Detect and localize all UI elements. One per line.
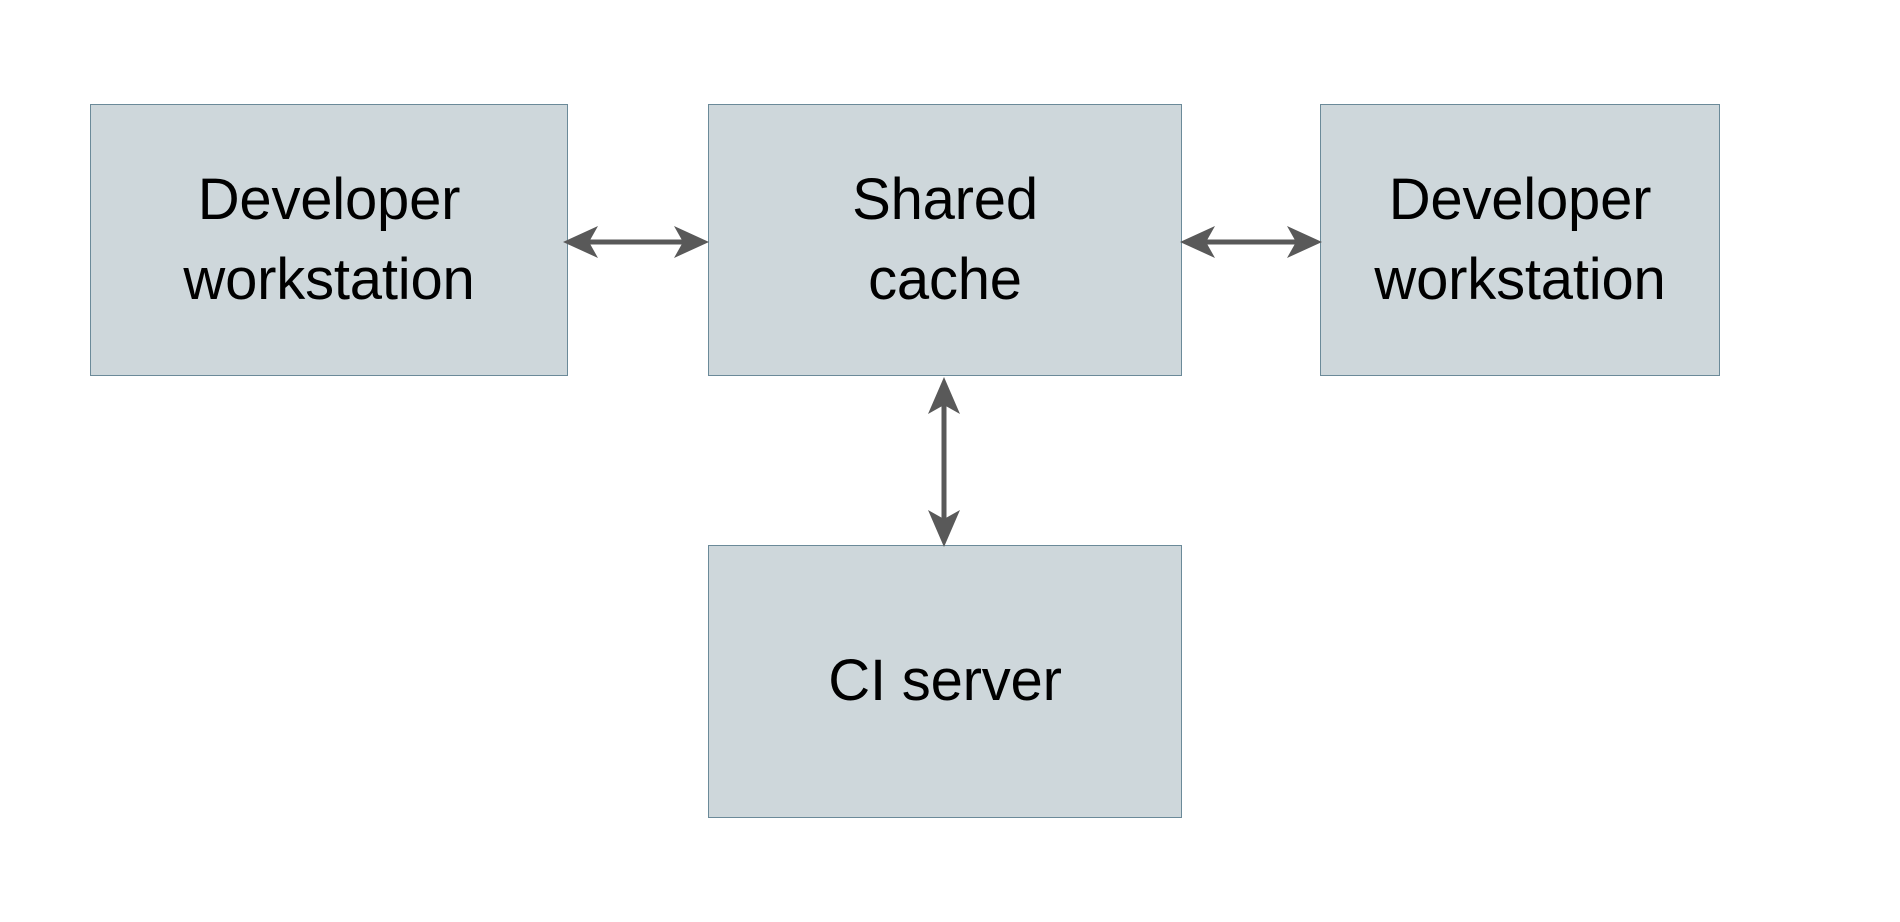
edge-developer-left-to-shared-cache xyxy=(563,226,709,258)
node-label: Developer workstation xyxy=(183,166,475,312)
edge-shared-cache-to-ci-server xyxy=(928,377,960,547)
node-shared-cache[interactable]: Shared cache xyxy=(708,104,1182,376)
node-label: Developer workstation xyxy=(1374,166,1666,312)
node-label: CI server xyxy=(828,648,1062,714)
edge-shared-cache-to-developer-right xyxy=(1180,226,1322,258)
node-developer-workstation-right[interactable]: Developer workstation xyxy=(1320,104,1720,376)
node-developer-workstation-left[interactable]: Developer workstation xyxy=(90,104,568,376)
node-ci-server[interactable]: CI server xyxy=(708,545,1182,818)
node-label: Shared cache xyxy=(852,166,1038,312)
